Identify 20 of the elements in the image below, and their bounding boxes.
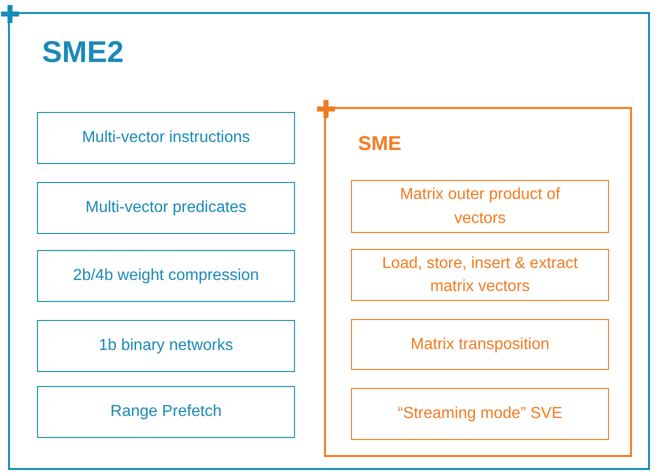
- feature-box: [351, 249, 609, 301]
- feature-label: Multi-vector predicates: [86, 198, 246, 218]
- feature-label: 2b/4b weight compression: [73, 266, 259, 286]
- feature-label: “Streaming mode” SVE: [398, 404, 562, 424]
- feature-box: [37, 320, 295, 372]
- feature-box: [37, 182, 295, 234]
- feature-label: Matrix outer product of vectors: [398, 185, 562, 228]
- feature-box: [37, 386, 295, 438]
- feature-box: [351, 319, 609, 370]
- feature-label: Multi-vector instructions: [82, 128, 250, 148]
- group-title: SME2: [42, 36, 124, 70]
- feature-label: Load, store, insert & extract matrix vectors: [381, 254, 579, 297]
- feature-box: [37, 112, 295, 164]
- feature-label: Range Prefetch: [110, 402, 222, 422]
- feature-box: [351, 180, 609, 233]
- group-title: SME: [358, 133, 402, 156]
- feature-label: Matrix transposition: [410, 334, 550, 355]
- feature-box: [37, 250, 295, 302]
- feature-label: 1b binary networks: [98, 336, 234, 356]
- feature-box: [351, 388, 609, 440]
